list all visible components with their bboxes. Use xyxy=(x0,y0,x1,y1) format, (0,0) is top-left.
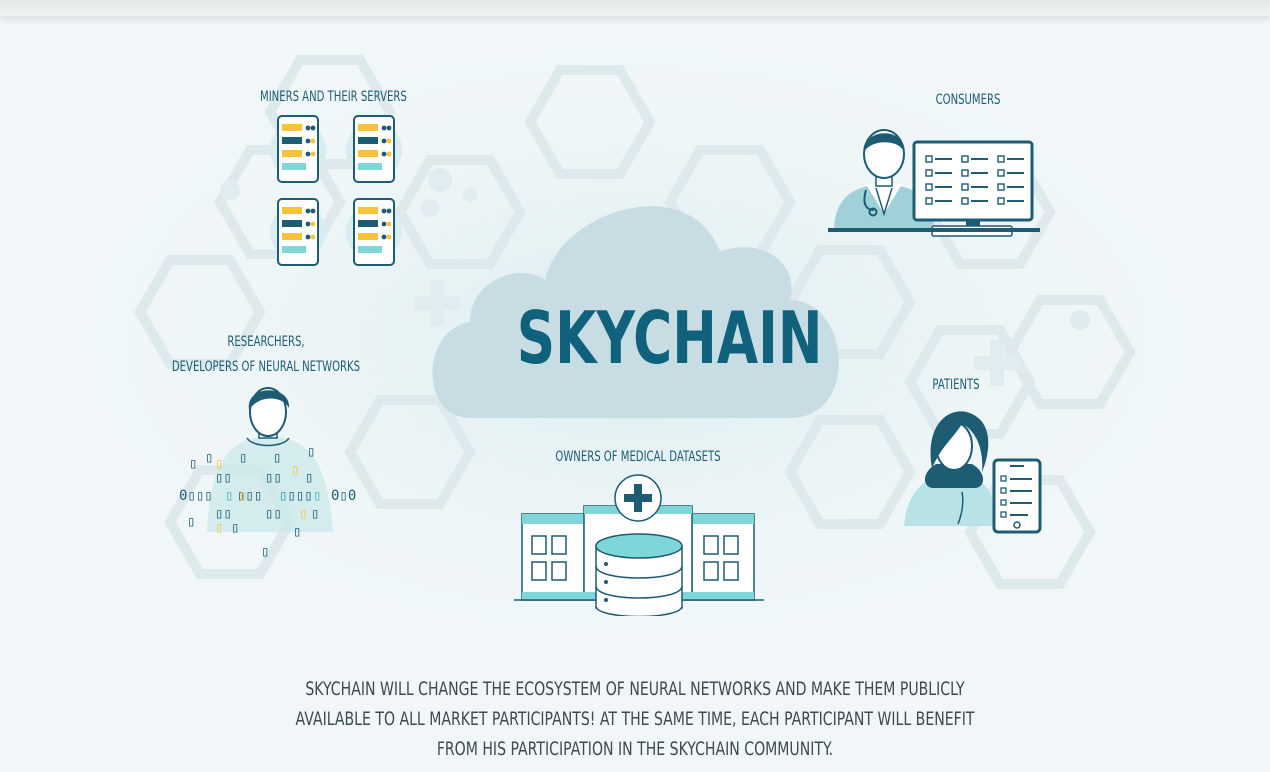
svg-text:▯: ▯ xyxy=(273,450,281,466)
svg-text:0▯0: 0▯0 xyxy=(331,488,356,504)
svg-text:▯: ▯ xyxy=(261,544,269,560)
patient-with-tablet-icon xyxy=(904,411,1042,534)
researcher-neural-network-icon: ▯▯▯▯▯ ▯▯▯▯▯ 0▯▯▯▯▯▯▯▯▯▯0▯0 ▯▯▯▯▯ ▯▯▯▯ ▯▯… xyxy=(179,387,356,560)
svg-text:▯: ▯ xyxy=(189,456,197,472)
skychain-title: SKYCHAIN xyxy=(516,296,823,380)
svg-text:▯▯▯▯: ▯▯▯▯ xyxy=(279,488,313,504)
miners-label: MINERS AND THEIR SERVERS xyxy=(260,89,407,105)
svg-text:▯: ▯ xyxy=(215,520,223,536)
svg-text:▯▯: ▯▯ xyxy=(265,506,282,522)
svg-text:▯▯▯: ▯▯▯ xyxy=(237,488,262,504)
svg-text:▯: ▯ xyxy=(231,520,239,536)
hospital-database-icon xyxy=(514,474,764,616)
svg-text:▯▯: ▯▯ xyxy=(215,506,232,522)
footer-description: SKYCHAIN WILL CHANGE THE ECOSYSTEM OF NE… xyxy=(276,674,994,764)
svg-text:0▯▯▯: 0▯▯▯ xyxy=(179,488,213,504)
svg-text:▯: ▯ xyxy=(205,450,213,466)
svg-text:▯: ▯ xyxy=(293,524,301,540)
svg-text:▯: ▯ xyxy=(311,506,319,522)
footer-line-3: FROM HIS PARTICIPATION IN THE SKYCHAIN C… xyxy=(436,738,834,760)
svg-text:▯: ▯ xyxy=(215,456,223,472)
top-bar xyxy=(0,0,1270,16)
patients-label: PATIENTS xyxy=(932,377,980,393)
researchers-label-line1: RESEARCHERS, xyxy=(227,334,305,350)
svg-text:▯: ▯ xyxy=(313,488,321,504)
svg-text:▯▯: ▯▯ xyxy=(215,470,232,486)
servers-icon xyxy=(270,115,402,266)
svg-text:▯: ▯ xyxy=(225,488,233,504)
svg-text:▯: ▯ xyxy=(279,488,287,504)
svg-text:▯▯: ▯▯ xyxy=(265,470,282,486)
svg-text:▯: ▯ xyxy=(291,462,299,478)
footer-line-2: AVAILABLE TO ALL MARKET PARTICIPANTS! AT… xyxy=(295,708,975,730)
svg-text:▯: ▯ xyxy=(299,506,307,522)
owners-label: OWNERS OF MEDICAL DATASETS xyxy=(555,449,721,465)
svg-text:▯: ▯ xyxy=(239,450,247,466)
svg-text:▯: ▯ xyxy=(187,514,195,530)
svg-text:▯: ▯ xyxy=(305,470,313,486)
svg-text:▯: ▯ xyxy=(239,488,247,504)
svg-text:▯: ▯ xyxy=(307,444,315,460)
researchers-label-line2: DEVELOPERS OF NEURAL NETWORKS xyxy=(171,359,361,375)
footer-line-1: SKYCHAIN WILL CHANGE THE ECOSYSTEM OF NE… xyxy=(305,678,965,700)
consumers-label: CONSUMERS xyxy=(935,92,1001,108)
doctor-with-monitor-icon xyxy=(828,129,1040,237)
